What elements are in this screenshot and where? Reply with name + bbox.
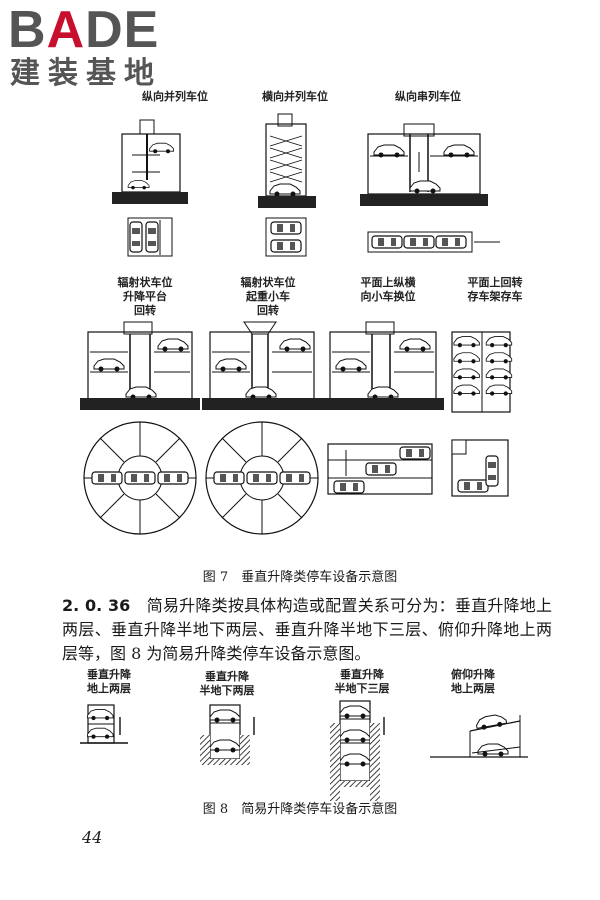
fig7-label-r2c2-line2: 起重小车: [246, 290, 290, 303]
fig8-label-a: 垂直升降 地上两层: [74, 668, 144, 696]
page-number: 44: [82, 828, 103, 847]
fig7-tower-longitudinal: [112, 119, 188, 257]
logo-subtitle: 建装基地: [10, 56, 162, 91]
section-number: 2. 0. 36: [62, 596, 131, 615]
brand-logo: BADE: [8, 4, 159, 56]
fig8-lift-semi-underground-2: [200, 704, 255, 765]
fig7-building-radial-crane: [202, 321, 322, 410]
fig7-rotating-rack-plan: [451, 439, 509, 497]
fig7-label-r2c2-line1: 辐射状车位: [240, 276, 296, 289]
fig7-label-r2c3: 平面上纵横 向小车换位: [338, 276, 438, 304]
fig7-label-r2c2: 辐射状车位 起重小车 回转: [218, 276, 318, 318]
fig7-building-radial-platform: [80, 321, 200, 410]
fig7-label-r2c3-line2: 向小车换位: [360, 290, 416, 303]
fig7-label-r2c4: 平面上回转 存车架存车: [440, 276, 550, 304]
fig8-diagram: [80, 700, 528, 801]
fig8-caption: 图 8 简易升降类停车设备示意图: [202, 802, 398, 817]
section-text: 简易升降类按具体构造或配置关系可分为：垂直升降地上两层、垂直升降半地下两层、垂直…: [62, 596, 552, 663]
fig8-tilt-lift: [430, 712, 528, 758]
fig7-label-r2c1: 辐射状车位 升降平台 回转: [95, 276, 195, 318]
fig8-label-b: 垂直升降 半地下两层: [192, 670, 262, 698]
fig8-lift-semi-underground-3: [330, 700, 385, 801]
fig8-label-d-line1: 俯仰升降: [451, 668, 495, 681]
fig7-label-r2c4-line1: 平面上回转: [467, 276, 523, 289]
fig7-shuttle-plan: [327, 443, 433, 495]
fig8-label-b-line1: 垂直升降: [205, 670, 249, 683]
fig8-lift-above-ground: [80, 704, 128, 744]
fig7-radial-plan-2: [205, 421, 319, 535]
section-paragraph: 2. 0. 36 简易升降类按具体构造或配置关系可分为：垂直升降地上两层、垂直升…: [62, 594, 552, 666]
fig8-label-c: 垂直升降 半地下三层: [325, 668, 399, 696]
fig8-label-b-line2: 半地下两层: [199, 684, 255, 697]
fig7-tower-transverse: [258, 113, 316, 257]
fig7-label-col2: 横向并列车位: [262, 90, 328, 103]
fig8-label-c-line1: 垂直升降: [340, 668, 384, 681]
fig7-label-r2c1-line2: 升降平台: [123, 290, 167, 303]
fig8-label-d: 俯仰升降 地上两层: [438, 668, 508, 696]
logo-letters-de: DE: [85, 1, 160, 59]
fig7-label-r2c2-line3: 回转: [257, 304, 279, 317]
fig7-caption: 图 7 垂直升降类停车设备示意图: [202, 570, 398, 585]
fig7-label-r2c4-line2: 存车架存车: [467, 290, 523, 303]
fig7-label-r2c1-line3: 回转: [134, 304, 156, 317]
fig7-building-serial: [360, 123, 500, 253]
fig7-radial-plan-1: [83, 421, 197, 535]
fig7-label-col1: 纵向并列车位: [142, 90, 208, 103]
fig8-label-c-line2: 半地下三层: [334, 682, 390, 695]
fig7-diagram: [80, 113, 513, 535]
fig8-label-a-line2: 地上两层: [87, 682, 131, 695]
fig7-building-planar-shuttle: [322, 321, 444, 410]
fig8-label-d-line2: 地上两层: [451, 682, 495, 695]
logo-letter-a: A: [46, 1, 86, 59]
fig7-label-r2c3-line1: 平面上纵横: [360, 276, 416, 289]
logo-letter-b: B: [8, 1, 47, 59]
fig7-label-col3: 纵向串列车位: [395, 90, 461, 103]
fig8-label-a-line1: 垂直升降: [87, 668, 131, 681]
fig7-rack-storage: [451, 331, 513, 413]
fig7-label-r2c1-line1: 辐射状车位: [117, 276, 173, 289]
